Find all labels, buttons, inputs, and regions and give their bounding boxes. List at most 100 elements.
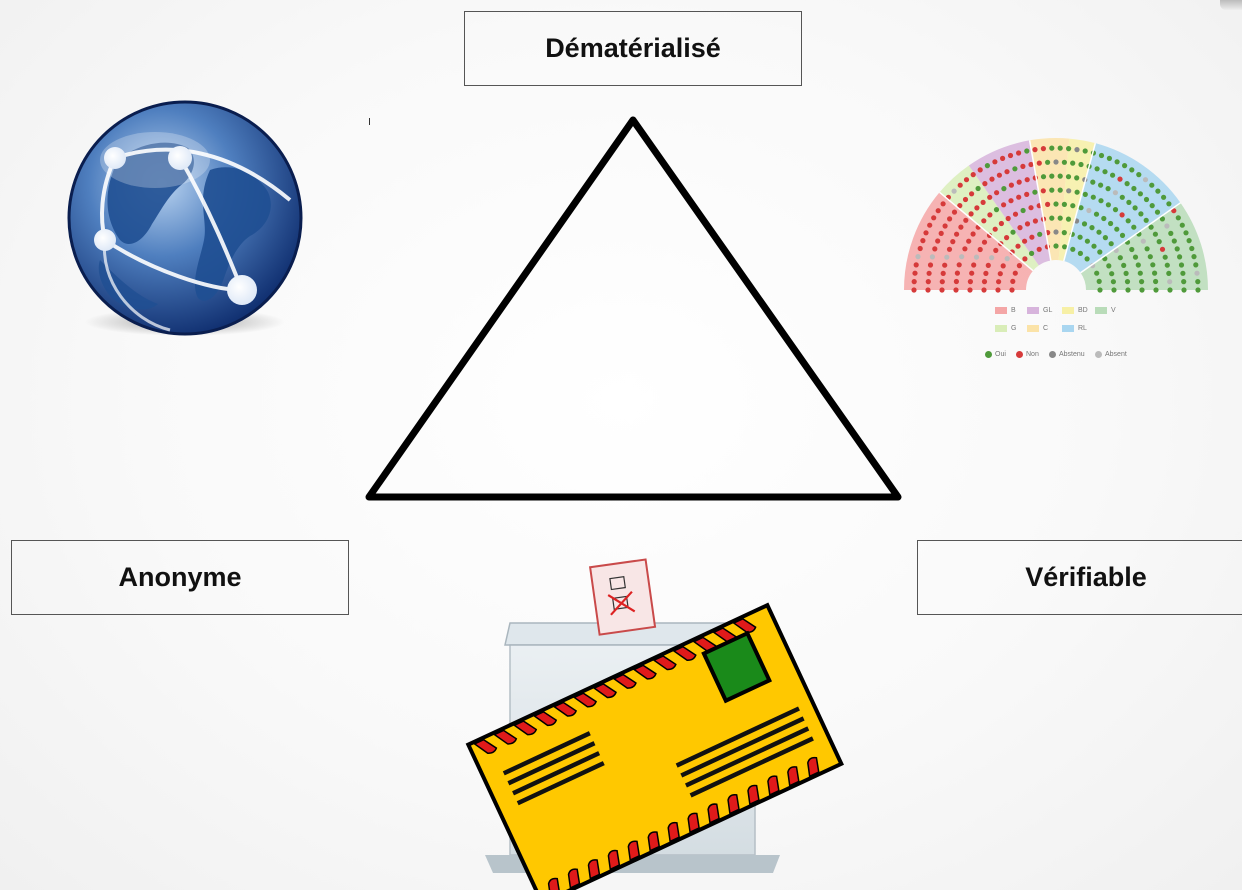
hemicycle-seat — [1137, 270, 1143, 276]
hemicycle-seat — [1004, 169, 1010, 175]
hemicycle-seat — [1057, 173, 1063, 179]
hemicycle-seat — [1191, 254, 1197, 260]
hemicycle-seat — [1077, 250, 1083, 256]
hemicycle-seat — [1179, 222, 1185, 228]
hemicycle-seat — [1082, 191, 1088, 197]
hemicycle-seat — [1081, 221, 1088, 227]
hemicycle-seat — [1040, 146, 1046, 152]
hemicycle-seat — [925, 279, 931, 285]
hemicycle-seat — [1177, 254, 1183, 260]
hemicycle-seat — [1008, 198, 1014, 204]
envelope-stripe — [687, 812, 700, 834]
hemicycle-seat — [973, 254, 980, 260]
hemicycle-seat — [1012, 166, 1018, 172]
hemicycle-seat — [967, 287, 973, 293]
hemicycle-seat — [1150, 262, 1156, 268]
hemicycle-seat — [1154, 209, 1161, 215]
hemicycle-seat — [1111, 287, 1117, 293]
hemicycle-seat — [939, 287, 945, 293]
hemicycle-seat — [993, 247, 999, 253]
hemicycle-seat — [1167, 287, 1173, 293]
hemicycle-seat — [1121, 262, 1127, 268]
hemicycle-seat — [1057, 215, 1063, 221]
hemicycle-seat — [1066, 188, 1072, 194]
envelope-stripe — [627, 840, 641, 862]
hemicycle-seat — [1053, 159, 1059, 165]
hemicycle-seat — [980, 199, 986, 205]
hemicycle-seat — [1090, 194, 1096, 200]
label-dematerialise: Dématérialisé — [464, 11, 802, 86]
hemicycle-seat — [1153, 278, 1159, 285]
hemicycle-seat — [1124, 181, 1130, 187]
hemicycle-seat — [1022, 256, 1028, 262]
legend-swatch — [995, 325, 1007, 332]
hemicycle-seat — [1094, 166, 1100, 172]
hemicycle-seat — [1156, 239, 1162, 245]
hemicycle-seat — [1105, 202, 1111, 208]
hemicycle-seat — [911, 279, 917, 285]
hemicycle-seat — [1028, 161, 1034, 168]
hemicycle-seat — [1094, 270, 1100, 276]
legend-swatch — [1062, 325, 1074, 332]
legend-dot — [1095, 351, 1102, 358]
hemicycle-seat — [915, 254, 921, 260]
hemicycle-seat — [1074, 175, 1080, 181]
hemicycle-seat — [1106, 155, 1112, 161]
hemicycle-seat — [1016, 194, 1022, 200]
hemicycle-seat — [1017, 225, 1023, 231]
hemicycle-seat — [983, 270, 989, 276]
corner-decoration — [1220, 0, 1242, 10]
hemicycle-seat — [1061, 201, 1067, 207]
hemicycle-seat — [989, 255, 995, 261]
legend-party-gl: GL — [1027, 307, 1052, 314]
legend-dot — [1049, 351, 1056, 358]
hemicycle-seat — [1183, 230, 1189, 236]
hemicycle-seat — [1024, 148, 1030, 154]
hemicycle-seat — [958, 224, 964, 230]
hemicycle-seat — [1049, 173, 1055, 179]
envelope-stripe — [532, 710, 558, 727]
stray-tick — [369, 118, 370, 125]
hemicycle-seat — [1008, 182, 1014, 188]
hemicycle-seat — [1174, 246, 1180, 252]
hemicycle-seat — [967, 279, 973, 285]
hemicycle-seat — [968, 211, 974, 217]
hemicycle-seat — [1180, 270, 1186, 276]
globe-network-icon — [67, 100, 303, 336]
hemicycle-seat — [1171, 238, 1177, 244]
legend-dot — [985, 351, 992, 358]
hemicycle-seat — [1070, 203, 1076, 209]
hemicycle-seat — [1171, 208, 1177, 214]
hemicycle-seat — [1101, 215, 1107, 222]
hemicycle-seat — [989, 176, 995, 182]
legend-vote-absent: Absent — [1095, 351, 1127, 358]
hemicycle-seat — [1040, 188, 1046, 194]
legend-vote-oui: Oui — [985, 351, 1006, 358]
hemicycle-seat — [1161, 194, 1167, 200]
hemicycle-seat — [1132, 254, 1139, 260]
hemicycle-seat — [940, 201, 946, 207]
hemicycle-seat — [1102, 169, 1108, 175]
hemicycle-seat — [1066, 146, 1072, 152]
hemicycle-seat — [1132, 205, 1138, 211]
hemicycle-seat — [947, 216, 953, 222]
hemicycle-seat — [956, 262, 962, 268]
hemicycle-seat — [1061, 230, 1067, 236]
hemicycle-seat — [1084, 256, 1090, 262]
hemicycle-seat — [1148, 224, 1154, 230]
hemicycle-seat — [1155, 188, 1161, 194]
hemicycle-seat — [957, 182, 963, 188]
hemicycle-seat — [970, 172, 976, 178]
legend-label: BD — [1078, 307, 1088, 314]
hemicycle-seat — [1186, 238, 1192, 244]
hemicycle-seat — [1007, 152, 1014, 159]
legend-label: Non — [1026, 351, 1039, 358]
hemicycle-seat — [1097, 249, 1103, 255]
hemicycle-seat — [931, 215, 937, 221]
legend-swatch — [1027, 325, 1039, 332]
hemicycle-seat — [1020, 207, 1026, 214]
envelope-stripe — [632, 664, 657, 680]
hemicycle-seat — [969, 270, 975, 276]
hemicycle-seat — [1125, 287, 1131, 293]
hemicycle-seat — [1139, 279, 1145, 285]
